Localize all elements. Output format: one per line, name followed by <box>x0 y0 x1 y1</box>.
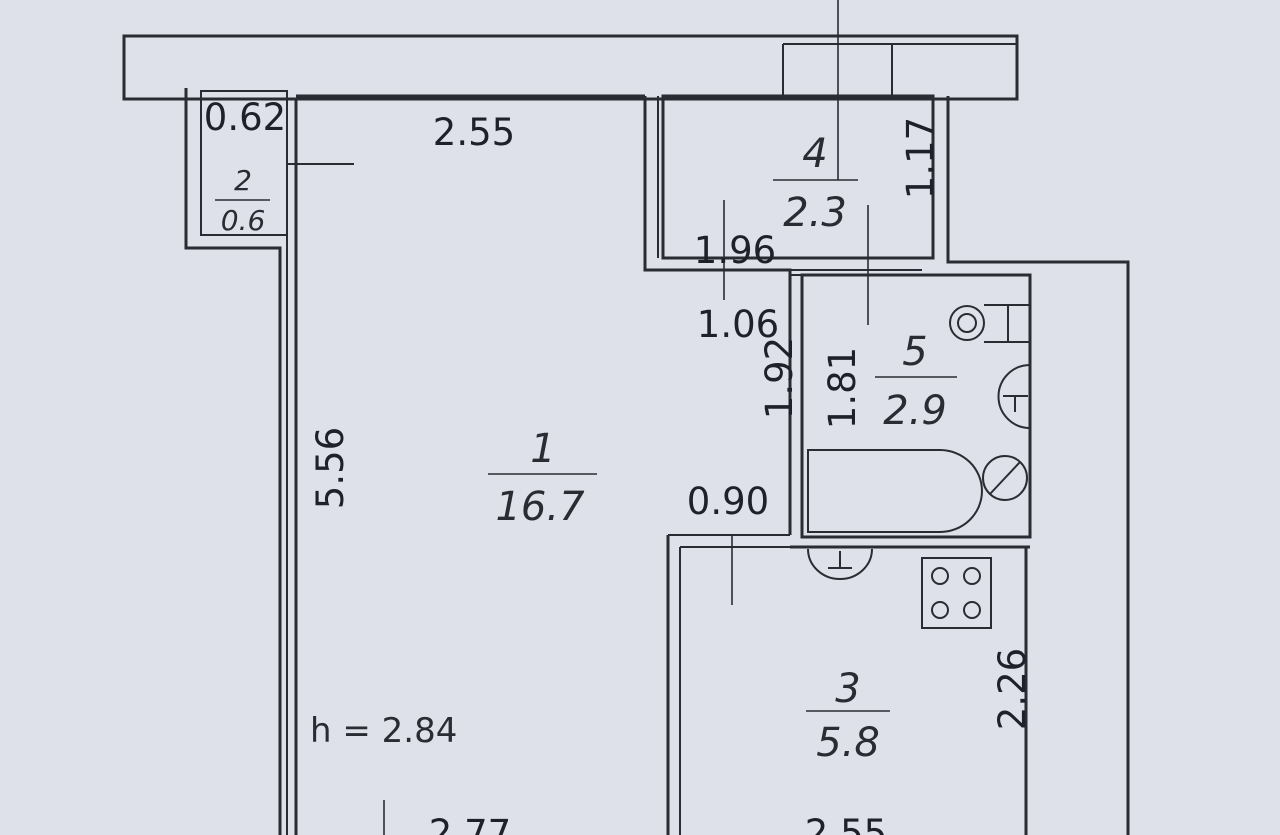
stove-icon <box>921 557 992 629</box>
dimension-balcony-width: 0.62 <box>204 96 286 139</box>
room-2-area: 0.6 <box>221 204 266 237</box>
room-2-outline <box>184 88 282 835</box>
stove-burner-icon <box>963 567 981 585</box>
top-wall-band <box>122 34 1019 101</box>
bathtub-icon <box>807 449 983 533</box>
room-4-right-wall <box>946 96 1130 835</box>
dimension-room1-side: 5.56 <box>309 427 352 509</box>
stove-burner-icon <box>963 601 981 619</box>
dimension-room1-bottom: 2.77 <box>429 812 511 835</box>
bathtub-drain-line <box>989 461 1021 495</box>
stove-burner-icon <box>931 601 949 619</box>
dimension-hall-width: 1.06 <box>697 303 779 346</box>
dimension-room1-top: 2.55 <box>433 111 515 154</box>
ceiling-height-label: h = 2.84 <box>310 711 457 751</box>
room-5-area: 2.9 <box>883 388 947 434</box>
dimension-kitchen-bottom: 2.55 <box>805 812 887 835</box>
room-1-number: 1 <box>530 426 555 472</box>
toilet-icon-inner <box>957 313 977 333</box>
dimension-hall-length: 1.92 <box>758 337 801 419</box>
room-4-area: 2.3 <box>783 190 847 236</box>
room-5-outline <box>800 273 1032 539</box>
dimension-bath-length: 1.81 <box>821 347 864 429</box>
room-3-area: 5.8 <box>816 720 880 766</box>
room-4-number: 4 <box>802 131 827 177</box>
room-1-area: 16.7 <box>495 484 585 530</box>
dimension-door-width: 0.90 <box>687 480 769 523</box>
dimension-room4-width: 1.96 <box>694 229 776 272</box>
toilet-tank <box>984 304 1030 343</box>
dimension-room4-depth: 1.17 <box>899 117 942 199</box>
toilet-icon <box>949 305 985 341</box>
room-2-number: 2 <box>234 164 252 197</box>
kitchen-sink-icon <box>807 548 873 580</box>
room-5-number: 5 <box>902 329 927 375</box>
bathtub-drain-icon <box>982 455 1028 501</box>
stove-burner-icon <box>931 567 949 585</box>
room-3-number: 3 <box>835 666 860 712</box>
dimension-kitchen-depth: 2.26 <box>991 648 1034 730</box>
sink-icon <box>997 364 1031 429</box>
